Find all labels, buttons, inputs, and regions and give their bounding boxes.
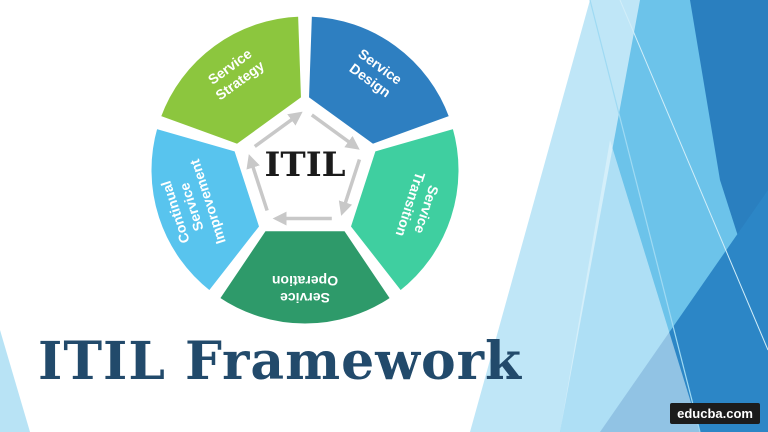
cycle-arrows: [246, 111, 362, 226]
cycle-arrow: [253, 111, 303, 148]
bg-line-1: [589, 0, 701, 432]
cycle-arrow: [246, 154, 269, 212]
service-transition-segment: [347, 125, 462, 294]
service-operation-label-line: Service: [280, 290, 330, 306]
service-operation-segment: [216, 228, 394, 327]
service-operation-label-line: Operation: [272, 273, 338, 289]
center-label: ITIL: [264, 145, 345, 185]
watermark-badge: educba.com: [670, 403, 760, 424]
service-strategy-segment: [157, 13, 304, 147]
service-operation-label: ServiceOperation: [272, 273, 338, 306]
continual-service-improvement-segment: [148, 125, 263, 294]
cycle-arrow: [310, 113, 360, 150]
bg-line-2: [619, 0, 768, 351]
bg-triangle-highlight: [560, 140, 700, 432]
service-design-segment: [306, 13, 453, 147]
bg-triangle-left-bottom: [0, 330, 30, 432]
page-title: ITIL Framework: [38, 331, 523, 392]
cycle-arrow: [338, 158, 362, 216]
